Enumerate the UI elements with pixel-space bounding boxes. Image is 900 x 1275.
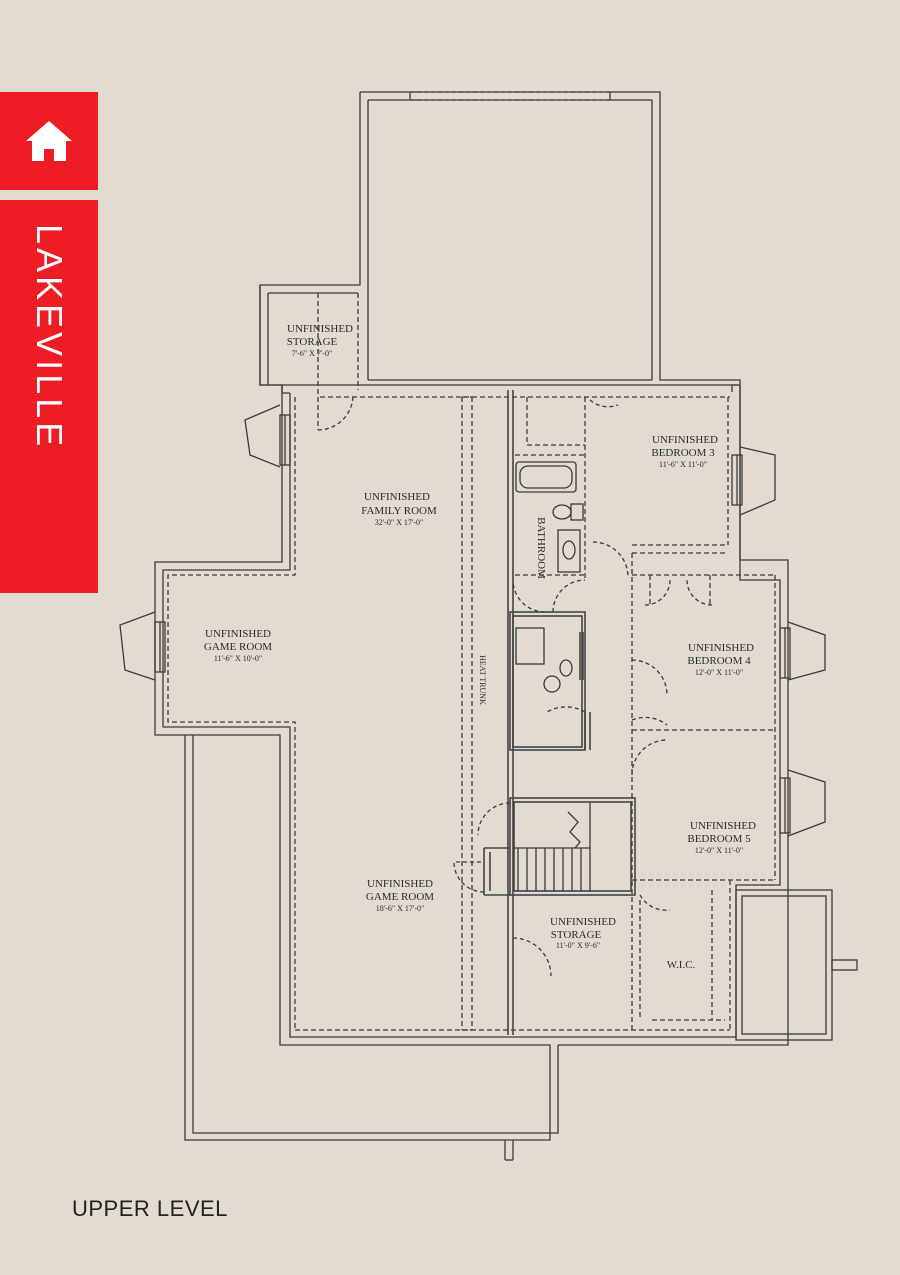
label-bedroom-5: UNFINISHED BEDROOM 5 12'-0" X 11'-0" <box>687 820 756 855</box>
room-label-text: 7'-6" X 7'-0" <box>292 349 333 358</box>
label-game-room-left: UNFINISHED GAME ROOM 11'-6" X 10'-0" <box>204 628 272 663</box>
bath-fixtures <box>515 461 584 693</box>
room-label-text: BEDROOM 5 <box>687 833 751 845</box>
room-label-text: STORAGE <box>287 336 338 348</box>
room-label-text: BEDROOM 4 <box>687 655 751 667</box>
room-label-text: UNFINISHED <box>367 878 433 890</box>
room-label-text: 18'-6" X 17'-0" <box>376 904 425 913</box>
room-label-text: GAME ROOM <box>366 891 434 903</box>
room-label-text: 11'-0" X 9'-6" <box>556 941 600 950</box>
windows <box>119 404 826 837</box>
room-label-text: GAME ROOM <box>204 641 272 653</box>
model-name-banner: LAKEVILLE <box>0 200 98 593</box>
room-label-text: 32'-0" X 17'-0" <box>375 518 424 527</box>
level-label: UPPER LEVEL <box>72 1196 228 1221</box>
room-label-text: UNFINISHED <box>364 491 430 503</box>
label-storage-bottom: UNFINISHED STORAGE 11'-0" X 9'-6" <box>550 916 616 950</box>
label-heat-trunk: HEAT TRUNK <box>478 655 487 705</box>
room-label-text: STORAGE <box>551 929 602 941</box>
room-label-text: BEDROOM 3 <box>651 447 715 459</box>
room-label-text: FAMILY ROOM <box>361 505 437 517</box>
room-labels: UNFINISHED STORAGE 7'-6" X 7'-0" UNFINIS… <box>204 323 756 971</box>
right-addition <box>735 889 858 1041</box>
label-bedroom-3: UNFINISHED BEDROOM 3 11'-6" X 11'-0" <box>651 434 718 469</box>
room-label-text: 12'-0" X 11'-0" <box>695 846 743 855</box>
room-label-text: 12'-0" X 11'-0" <box>695 668 743 677</box>
top-unit-outline <box>259 91 741 386</box>
room-label-text: UNFINISHED <box>652 434 718 446</box>
home-icon <box>26 121 72 161</box>
door-swings <box>317 394 713 977</box>
label-bathroom: BATHROOM <box>535 517 547 579</box>
room-label-text: UNFINISHED <box>690 820 756 832</box>
room-label-text: UNFINISHED <box>688 642 754 654</box>
home-button[interactable] <box>0 92 98 190</box>
room-label-text: 11'-6" X 10'-0" <box>214 654 262 663</box>
room-label-text: UNFINISHED <box>550 916 616 928</box>
main-outer-wall <box>154 285 789 1161</box>
label-wic: W.I.C. <box>667 959 696 971</box>
label-storage-top: UNFINISHED STORAGE 7'-6" X 7'-0" <box>287 323 353 358</box>
room-label-text: UNFINISHED <box>287 323 353 335</box>
label-game-room-bottom: UNFINISHED GAME ROOM 18'-6" X 17'-0" <box>366 878 434 913</box>
interior-walls <box>483 390 636 1035</box>
label-bedroom-4: UNFINISHED BEDROOM 4 12'-0" X 11'-0" <box>687 642 754 677</box>
interior-dashed-outline <box>167 293 776 1031</box>
room-label-text: UNFINISHED <box>205 628 271 640</box>
label-family-room: UNFINISHED FAMILY ROOM 32'-0" X 17'-0" <box>361 491 437 527</box>
stairs <box>514 802 591 891</box>
room-label-text: 11'-6" X 11'-0" <box>659 460 707 469</box>
